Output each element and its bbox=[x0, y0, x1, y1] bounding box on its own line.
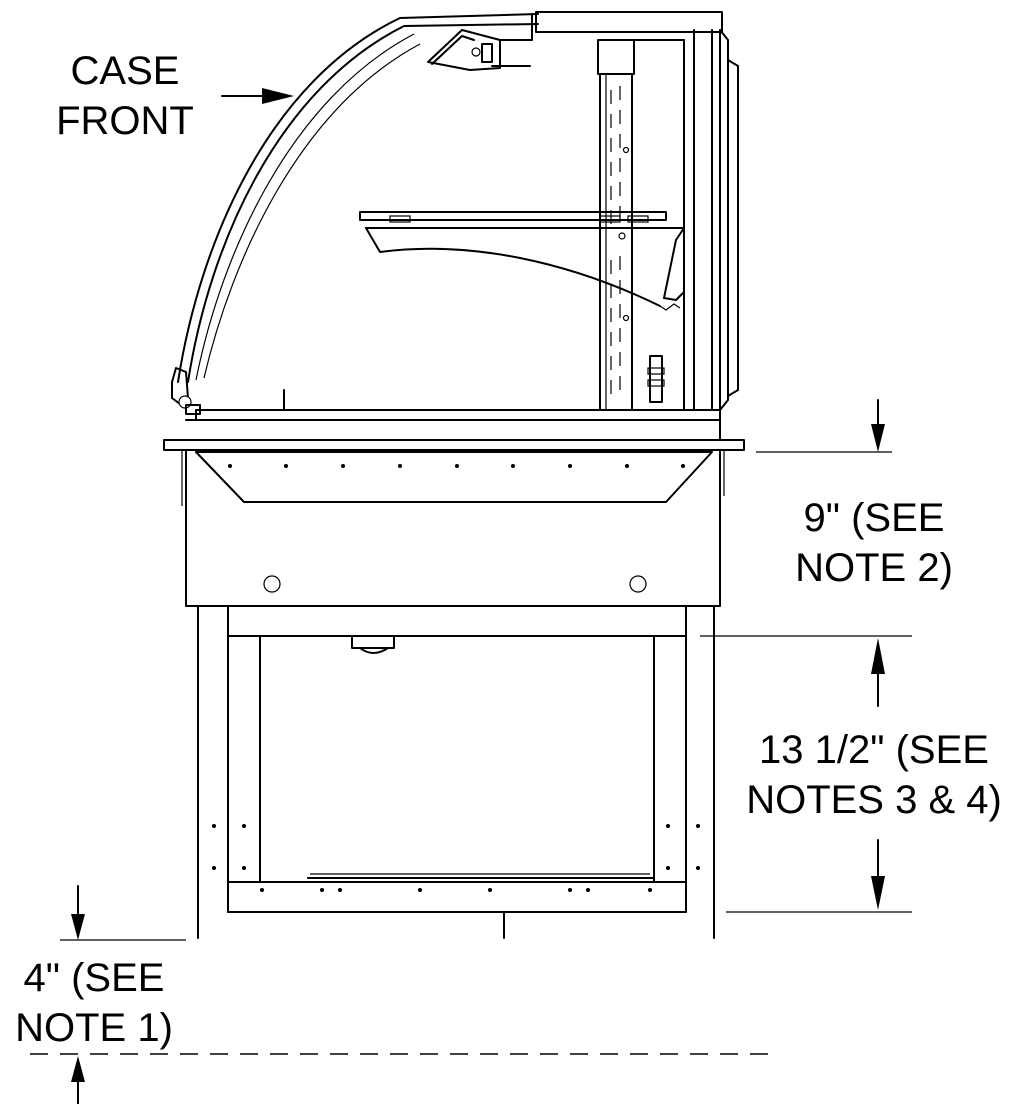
upright-slots bbox=[610, 86, 630, 394]
dimension-13-5in bbox=[700, 635, 912, 913]
dimension-9in-label-line1: 9" (SEE bbox=[804, 496, 945, 540]
light-fixture bbox=[427, 29, 531, 71]
rear-upright bbox=[599, 29, 739, 411]
curved-glass-front bbox=[171, 13, 539, 415]
dimension-4in-label-line1: 4" (SEE bbox=[24, 956, 165, 1000]
skirt-fasteners bbox=[228, 464, 685, 468]
base-cabinet bbox=[181, 449, 725, 607]
rail-fasteners bbox=[212, 824, 700, 892]
dimension-13-5in-label-line1: 13 1/2" (SEE bbox=[759, 728, 989, 772]
drain-fitting bbox=[351, 635, 395, 654]
dimension-9in-label-line2: NOTE 2) bbox=[795, 546, 953, 590]
dimension-9in bbox=[756, 399, 892, 453]
dimension-4in-label-line2: NOTE 1) bbox=[15, 1006, 173, 1050]
dimension-4in bbox=[60, 885, 186, 1104]
electrical-box bbox=[647, 355, 665, 403]
display-deck bbox=[163, 389, 745, 451]
display-shelf bbox=[359, 211, 685, 311]
top-canopy bbox=[427, 11, 723, 75]
case-front-label-line1: CASE bbox=[71, 49, 180, 93]
case-front-arrow bbox=[221, 88, 294, 104]
case-front-label-line2: FRONT bbox=[56, 99, 194, 143]
stand-frame bbox=[197, 605, 715, 939]
dimension-13-5in-label-line2: NOTES 3 & 4) bbox=[746, 778, 1002, 822]
